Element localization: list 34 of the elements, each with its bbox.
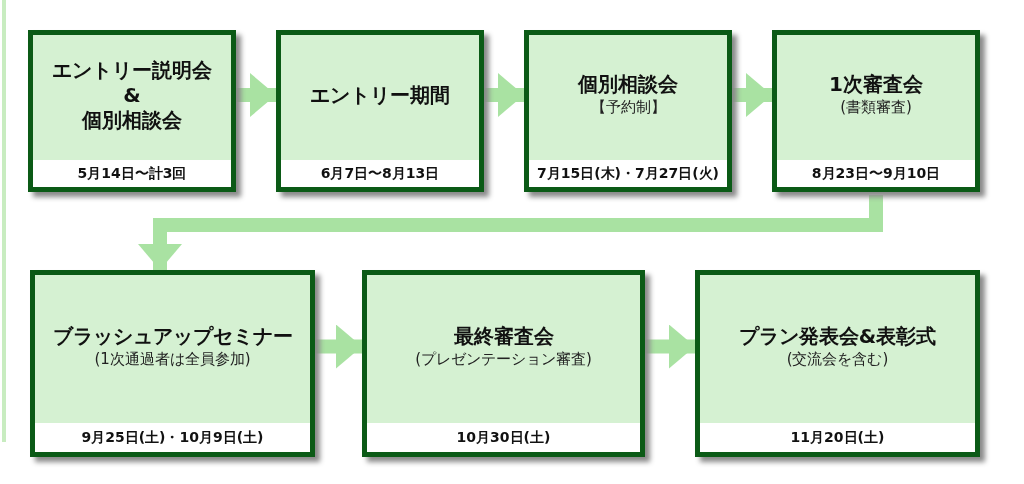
step-note: (プレゼンテーション審査) (415, 348, 592, 370)
date-strip: 11月20日(土) (700, 423, 975, 452)
date-strip: 5月14日〜計3回 (33, 160, 231, 187)
step-title: 個別相談会 (578, 72, 678, 97)
step-title: 1次審査会 (829, 72, 923, 97)
step-box (695, 270, 980, 457)
arrow (484, 73, 524, 117)
step-title: エントリー期間 (310, 82, 450, 108)
step-title: & (123, 82, 141, 108)
date-strip: 9月25日(土)・10月9日(土) (35, 423, 310, 452)
date-strip: 8月23日〜9月10日 (777, 160, 975, 187)
step-box (524, 30, 732, 192)
step-title: 個別相談会 (82, 107, 182, 133)
step-note: (書類審査) (840, 97, 912, 118)
step-note: (1次通過者は全員参加) (94, 348, 251, 370)
step-title: プラン発表会&表彰式 (738, 323, 937, 349)
step-note: 【予約制】 (590, 97, 666, 118)
arrow (315, 324, 362, 369)
step-title: エントリー説明会 (52, 57, 212, 83)
arrow (732, 73, 772, 117)
arrow (236, 73, 276, 117)
date-strip: 7月15日(木)・7月27日(火) (529, 160, 727, 187)
date-strip: 10月30日(土) (367, 423, 640, 452)
step-box (276, 30, 484, 192)
step-title: 最終審査会 (453, 323, 554, 349)
date-strip: 6月7日〜8月13日 (281, 160, 479, 187)
step-box (28, 30, 236, 192)
step-note: (交流会を含む) (786, 348, 889, 370)
step-box (772, 30, 980, 192)
step-title: ブラッシュアップセミナー (52, 323, 293, 349)
step-box (30, 270, 315, 457)
arrow (645, 324, 695, 369)
arrow (138, 195, 883, 270)
step-box (362, 270, 645, 457)
